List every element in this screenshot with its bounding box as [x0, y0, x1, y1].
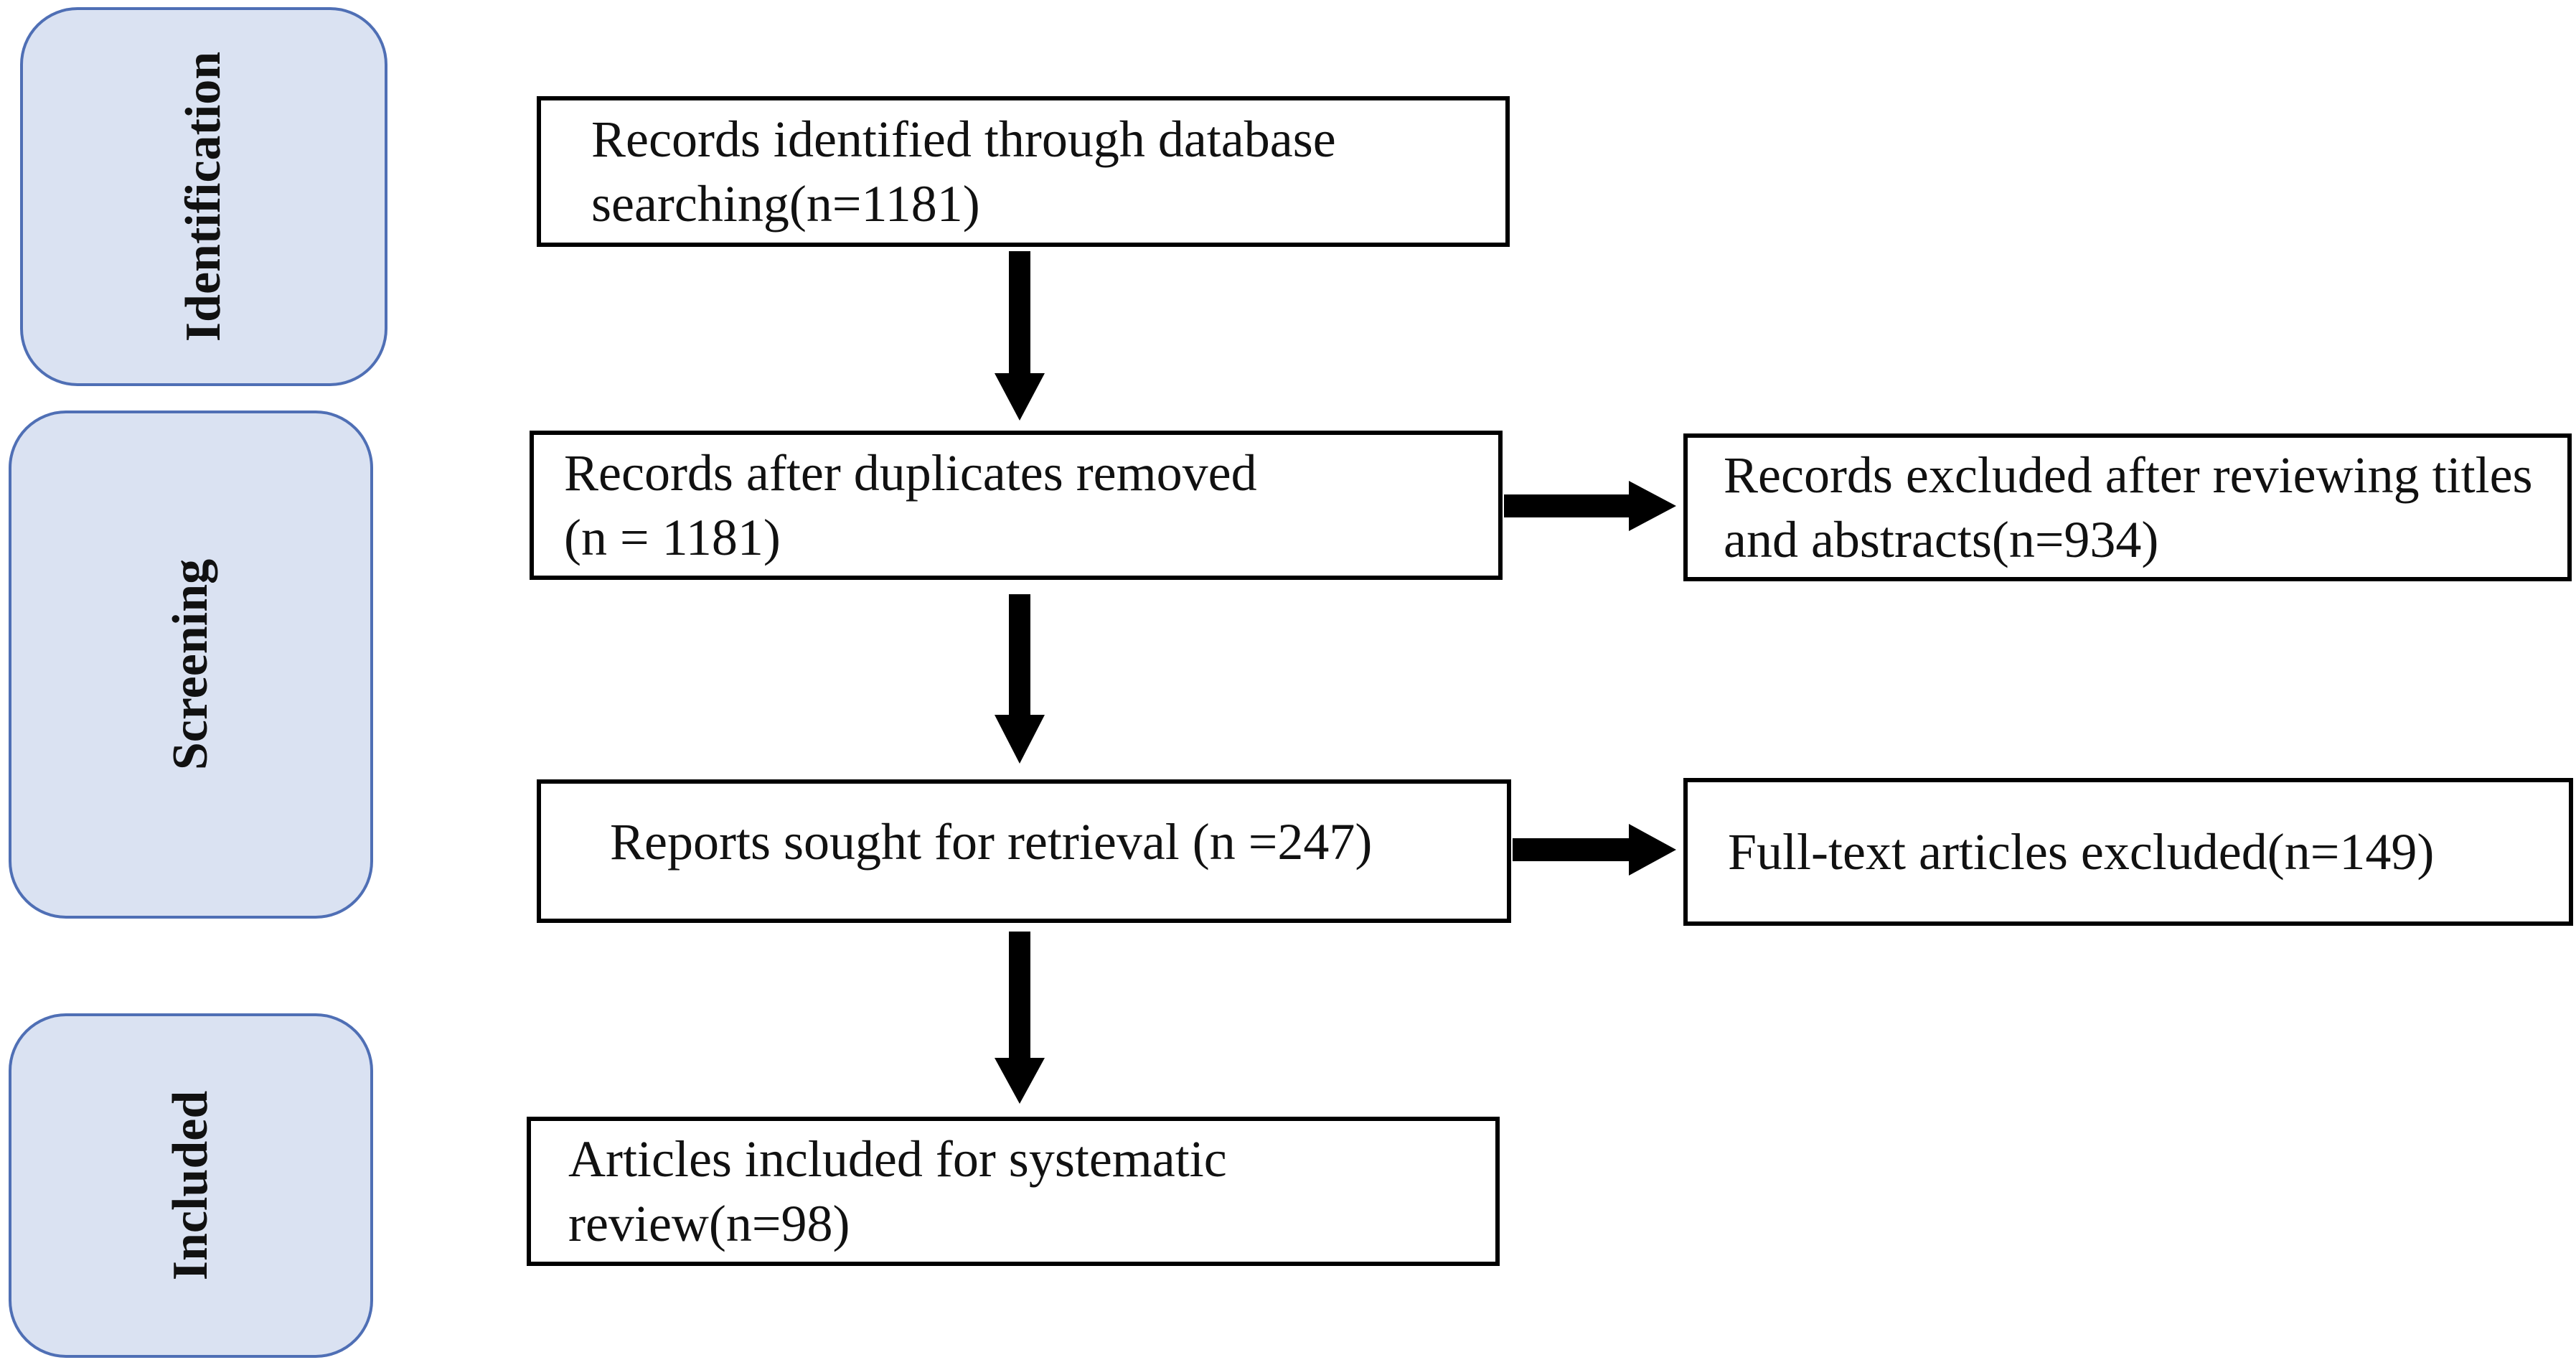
records-identified-box: Records identified through database sear…: [537, 96, 1510, 247]
phase-screening: Screening: [9, 411, 373, 919]
reports-sought-line1: Reports sought for retrieval (n =247): [610, 813, 1373, 871]
duplicates-removed-line1: Records after duplicates removed: [564, 444, 1257, 502]
phase-identification: Identification: [20, 7, 387, 386]
arrow-right-reports-to-fulltext-excluded: [1513, 824, 1676, 876]
fulltext-excluded-line1: Full-text articles excluded(n=149): [1728, 823, 2435, 881]
articles-included-line2: review(n=98): [568, 1195, 850, 1252]
records-excluded-line2: and abstracts(n=934): [1724, 511, 2159, 568]
duplicates-removed-box: Records after duplicates removed (n = 11…: [530, 431, 1503, 580]
records-excluded-box: Records excluded after reviewing titles …: [1683, 433, 2572, 581]
arrow-down-identified-to-duplicates: [995, 251, 1045, 421]
records-identified-line1: Records identified through database: [591, 111, 1336, 168]
records-identified-line2: searching(n=1181): [591, 175, 980, 233]
fulltext-excluded-box: Full-text articles excluded(n=149): [1683, 778, 2573, 926]
phase-included: Included: [9, 1013, 373, 1358]
records-excluded-line1: Records excluded after reviewing titles: [1724, 446, 2533, 504]
articles-included-box: Articles included for systematic review(…: [527, 1117, 1500, 1266]
duplicates-removed-line2: (n = 1181): [564, 509, 781, 566]
articles-included-line1: Articles included for systematic: [568, 1130, 1227, 1188]
arrow-down-reports-to-included: [995, 932, 1045, 1104]
arrow-right-duplicates-to-excluded: [1504, 481, 1676, 531]
arrow-down-duplicates-to-reports: [995, 594, 1045, 764]
reports-sought-box: Reports sought for retrieval (n =247): [537, 779, 1511, 923]
